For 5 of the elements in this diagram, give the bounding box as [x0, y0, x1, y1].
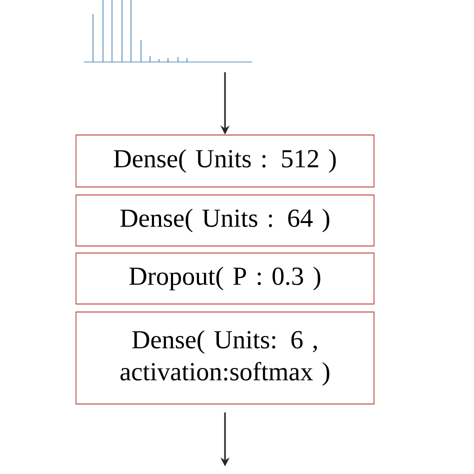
layer-box: Dense( Units : 512 ) [76, 134, 374, 188]
layer-box: Dropout( P : 0.3 ) [76, 252, 374, 304]
layer-box: Dense( Units: 6 , activation:softmax ) [76, 312, 374, 404]
spectrum-drawing [84, 0, 252, 62]
layer-box: Dense( Units : 64 ) [76, 194, 374, 246]
